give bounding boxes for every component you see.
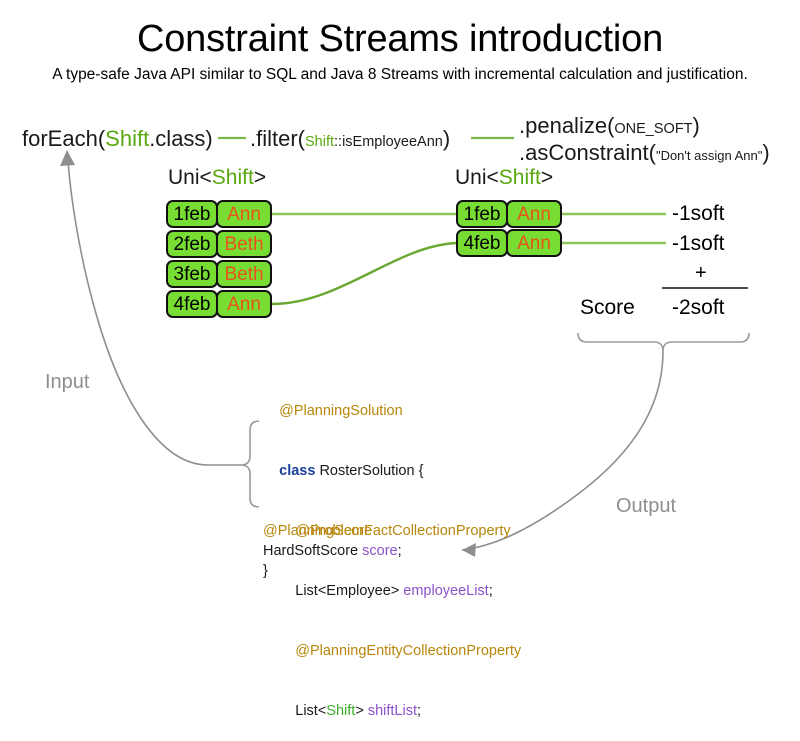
filter-prefix: .filter( bbox=[250, 126, 305, 151]
stream-penalize-expression: .penalize(ONE_SOFT) bbox=[519, 113, 700, 139]
annotation-planning-solution: @PlanningSolution bbox=[279, 403, 403, 419]
java-code-block-score: @PlanningScore HardSoftScore score; } bbox=[263, 521, 402, 581]
shift-employee: Ann bbox=[506, 200, 562, 228]
shift-employee: Ann bbox=[216, 200, 272, 228]
foreach-type: Shift bbox=[105, 126, 150, 151]
uni-right-type: Shift bbox=[498, 166, 541, 189]
foreach-suffix: .class) bbox=[149, 126, 213, 151]
shift-row-input-0: 1feb Ann bbox=[166, 200, 272, 228]
foreach-prefix: forEach( bbox=[22, 126, 106, 151]
asconstraint-suffix: ) bbox=[762, 140, 770, 165]
input-arrowhead bbox=[60, 150, 75, 166]
shift-row-input-2: 3feb Beth bbox=[166, 260, 272, 288]
sum-plus-sign: + bbox=[695, 262, 707, 284]
shift-row-filtered-0: 1feb Ann bbox=[456, 200, 562, 228]
code-line-annotation-problem-fact: @ProblemFactCollectionProperty bbox=[263, 501, 521, 561]
annotation-planning-score: @PlanningScore bbox=[263, 523, 373, 539]
shift-date: 1feb bbox=[456, 200, 508, 228]
stream-asconstraint-expression: .asConstraint("Don't assign Ann") bbox=[519, 140, 770, 166]
code-line-field-employee-list: List<Employee> employeeList; bbox=[263, 561, 521, 621]
uni-type-label-right: Uni<Shift> bbox=[455, 166, 553, 190]
score-label: Score bbox=[580, 296, 635, 319]
shift-date: 4feb bbox=[166, 290, 218, 318]
asconstraint-prefix: .asConstraint( bbox=[519, 140, 656, 165]
shift-row-input-1: 2feb Beth bbox=[166, 230, 272, 258]
score-total-value: -2soft bbox=[672, 296, 725, 319]
annotation-problem-fact-collection-property: @ProblemFactCollectionProperty bbox=[295, 523, 511, 539]
field-score-semicolon: ; bbox=[397, 543, 402, 559]
shift-employee: Beth bbox=[216, 260, 272, 288]
output-arrowhead bbox=[462, 543, 476, 557]
shift-date: 3feb bbox=[166, 260, 218, 288]
annotation-planning-entity-collection-property: @PlanningEntityCollectionProperty bbox=[295, 643, 522, 659]
input-flow-label: Input bbox=[45, 371, 90, 393]
shift-date: 1feb bbox=[166, 200, 218, 228]
uni-left-type: Shift bbox=[211, 166, 254, 189]
input-arrow bbox=[67, 159, 241, 466]
penalize-arg: ONE_SOFT bbox=[614, 121, 693, 137]
shift-employee: Ann bbox=[216, 290, 272, 318]
stream-filter-expression: .filter(Shift::isEmployeeAnn) bbox=[250, 126, 450, 152]
stream-foreach-expression: forEach(Shift.class) bbox=[22, 126, 213, 152]
field-employee-semicolon: ; bbox=[488, 583, 493, 599]
code-line-field-shift-list: List<Shift> shiftList; bbox=[263, 681, 521, 741]
class-name-rostersolution: RosterSolution { bbox=[319, 463, 424, 479]
uni-right-prefix: Uni< bbox=[455, 166, 499, 189]
output-flow-label: Output bbox=[616, 495, 677, 517]
link-shift-4feb bbox=[271, 241, 457, 306]
fields-brace bbox=[240, 420, 260, 508]
code-line-closing-brace: } bbox=[263, 561, 402, 581]
field-name-shiftlist: shiftList bbox=[367, 703, 417, 719]
uni-left-prefix: Uni< bbox=[168, 166, 212, 189]
field-type-list-employee: List<Employee> bbox=[295, 583, 404, 599]
field-type-hardsoftscore: HardSoftScore bbox=[263, 543, 363, 559]
uni-right-suffix: > bbox=[540, 166, 554, 189]
filter-suffix: ) bbox=[442, 126, 451, 151]
shift-employee: Beth bbox=[216, 230, 272, 258]
field-type-list-suffix: > bbox=[355, 703, 368, 719]
output-arrow bbox=[461, 350, 664, 551]
shift-row-input-3: 4feb Ann bbox=[166, 290, 272, 318]
score-brace bbox=[577, 332, 750, 352]
shift-date: 4feb bbox=[456, 229, 508, 257]
code-line-annotation-solution: @PlanningSolution bbox=[263, 381, 521, 441]
penalty-value-0: -1soft bbox=[672, 202, 725, 225]
keyword-class: class bbox=[279, 463, 316, 479]
page-title: Constraint Streams introduction bbox=[136, 18, 664, 60]
code-line-field-score: HardSoftScore score; bbox=[263, 541, 402, 561]
uni-left-suffix: > bbox=[253, 166, 267, 189]
field-shift-semicolon: ; bbox=[416, 703, 422, 719]
field-type-shift: Shift bbox=[326, 703, 356, 719]
shift-date: 2feb bbox=[166, 230, 218, 258]
field-type-list-prefix: List< bbox=[295, 703, 327, 719]
asconstraint-arg: "Don't assign Ann" bbox=[655, 148, 763, 163]
page-subtitle: A type-safe Java API similar to SQL and … bbox=[52, 66, 748, 83]
code-line-annotation-planning-entity: @PlanningEntityCollectionProperty bbox=[263, 621, 521, 681]
uni-type-label-left: Uni<Shift> bbox=[168, 166, 266, 190]
penalize-suffix: ) bbox=[692, 113, 700, 138]
filter-method-ref: ::isEmployeeAnn bbox=[334, 134, 443, 150]
penalty-value-1: -1soft bbox=[672, 232, 725, 255]
field-name-score: score bbox=[362, 543, 398, 559]
diagram-connector-layer bbox=[60, 136, 750, 557]
field-name-employeelist: employeeList bbox=[403, 583, 489, 599]
code-line-class-declaration: class RosterSolution { bbox=[263, 441, 521, 501]
shift-employee: Ann bbox=[506, 229, 562, 257]
penalize-prefix: .penalize( bbox=[519, 113, 615, 138]
filter-type: Shift bbox=[305, 134, 335, 150]
code-line-annotation-score: @PlanningScore bbox=[263, 521, 402, 541]
shift-row-filtered-1: 4feb Ann bbox=[456, 229, 562, 257]
closing-brace: } bbox=[263, 563, 268, 579]
